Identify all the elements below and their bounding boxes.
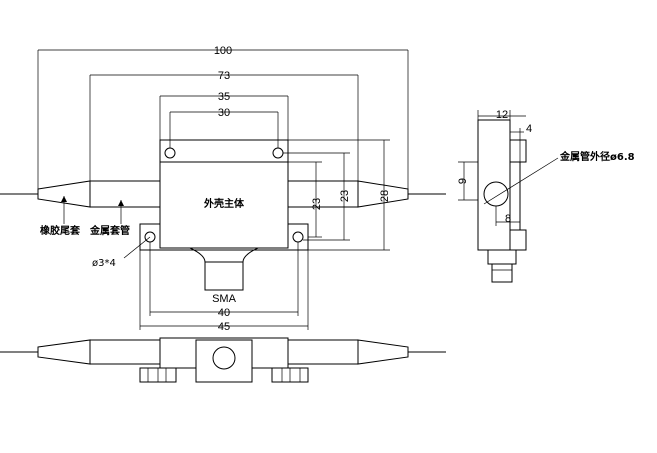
dim-mount-inner: 30 xyxy=(218,107,230,119)
metal-sleeve-right xyxy=(287,180,359,208)
side-upper-block xyxy=(509,139,527,163)
label-sma: SMA xyxy=(212,293,237,305)
upper-mount-tab xyxy=(159,139,289,163)
front-sleeve-left xyxy=(89,339,161,365)
top-view: 100 73 35 30 23 23 28 40 xyxy=(0,45,446,333)
side-connector xyxy=(491,263,513,283)
connector-neck-right xyxy=(242,247,259,263)
metal-sleeve-left xyxy=(89,180,161,208)
dim-tube-span: 73 xyxy=(218,70,230,82)
dim-side-hole: 8 xyxy=(505,213,511,225)
front-view xyxy=(0,337,446,383)
housing-body xyxy=(159,161,289,249)
dim-side-height: 9 xyxy=(457,178,469,184)
dim-height-inner-right: 23 xyxy=(339,190,351,202)
front-boot-left xyxy=(37,339,91,365)
side-connector-base xyxy=(487,249,517,265)
side-lower-block xyxy=(509,229,527,251)
front-boot-right xyxy=(357,339,409,365)
dim-overall-length: 100 xyxy=(214,45,232,57)
side-mid-block xyxy=(509,161,521,231)
label-metal-sleeve: 金属套管 xyxy=(89,224,130,237)
front-connector-hole xyxy=(212,346,236,370)
side-body xyxy=(477,119,511,251)
front-sleeve-right xyxy=(287,339,359,365)
label-tube-od: 金属管外径ø6.8 xyxy=(559,150,635,163)
dim-height-inner-left: 23 xyxy=(311,198,323,210)
connector-neck-left xyxy=(189,247,206,263)
dim-side-notch: 4 xyxy=(526,123,532,135)
dim-base-outer: 45 xyxy=(218,321,230,333)
dim-side-width: 12 xyxy=(496,109,508,121)
dim-base-width: 40 xyxy=(218,307,230,319)
side-view: 12 4 9 8 金属管外径ø6.8 xyxy=(457,109,635,283)
label-holes: ø3*4 xyxy=(92,258,116,269)
label-housing: 外壳主体 xyxy=(203,197,245,210)
dim-mount-outer: 35 xyxy=(218,91,230,103)
rubber-boot-right xyxy=(357,180,409,208)
dim-height-outer: 28 xyxy=(379,190,391,202)
label-rubber-boot: 橡胶尾套 xyxy=(40,224,81,237)
sma-connector xyxy=(204,261,244,291)
front-connector-boss xyxy=(195,339,253,383)
